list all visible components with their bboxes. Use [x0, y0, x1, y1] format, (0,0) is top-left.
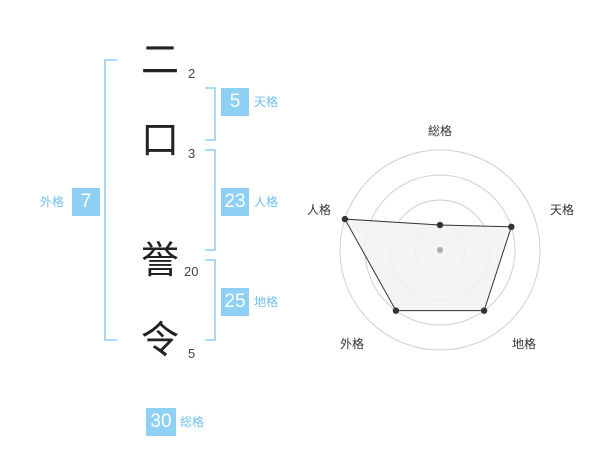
radar-point-1 [508, 223, 515, 231]
radar-point-3 [392, 307, 400, 314]
chikaku-bracket [205, 259, 216, 341]
radar-label-soukaku: 総格 [428, 124, 453, 138]
name-char-2: 口 [140, 118, 179, 162]
gaikaku-bracket [104, 59, 117, 341]
radar-label-chikaku: 地格 [512, 337, 537, 351]
name-char-3: 誉 [140, 238, 179, 282]
chikaku-label: 地格 [254, 295, 279, 309]
jinkaku-value: 23 [221, 188, 249, 216]
stroke-count-2: 3 [188, 146, 196, 161]
name-char-1: 二 [140, 38, 179, 82]
soukaku-label: 総格 [180, 415, 205, 429]
radar-label-jinkaku: 人格 [307, 203, 332, 217]
chikaku-value: 25 [221, 288, 249, 316]
radar-point-4 [341, 215, 349, 223]
tenkaku-bracket [205, 87, 216, 141]
jinkaku-bracket [205, 149, 216, 251]
radar-label-gaikaku: 外格 [340, 337, 365, 351]
radar-label-tenkaku: 天格 [550, 203, 575, 217]
stroke-count-4: 5 [188, 346, 196, 361]
radar-point-0 [436, 221, 444, 229]
gaikaku-label: 外格 [40, 195, 65, 209]
radar-center [437, 247, 443, 253]
radar-ring [339, 149, 541, 351]
tenkaku-value: 5 [221, 88, 249, 116]
stroke-count-3: 20 [184, 264, 199, 279]
stroke-count-1: 2 [188, 66, 196, 81]
radar-point-2 [480, 307, 488, 314]
soukaku-value: 30 [146, 408, 176, 436]
gaikaku-value: 7 [72, 188, 100, 216]
name-char-4: 令 [140, 318, 179, 362]
tenkaku-label: 天格 [254, 95, 279, 109]
jinkaku-label: 人格 [254, 195, 279, 209]
radar-area [344, 218, 513, 312]
